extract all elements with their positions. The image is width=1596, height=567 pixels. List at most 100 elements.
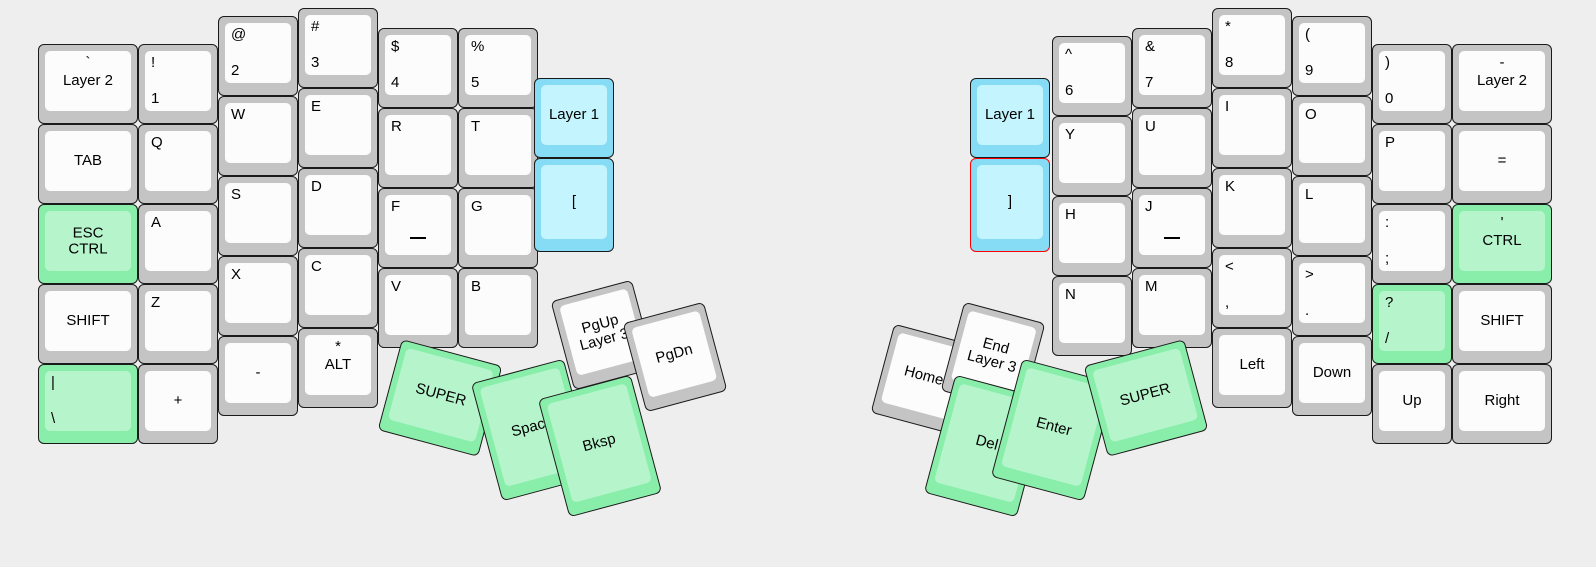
key-dash-layer2[interactable]: -Layer 2 [1452,44,1552,124]
key-label-top: A [151,214,162,231]
key-left[interactable]: Left [1212,328,1292,408]
key-f[interactable]: F [378,188,458,268]
key-label-center: Layer 1 [548,106,600,124]
key-l[interactable]: L [1292,176,1372,256]
key-plus[interactable]: + [138,364,218,444]
key-t[interactable]: T [458,108,538,188]
key-slash[interactable]: ?/ [1372,284,1452,364]
key-e[interactable]: E [298,88,378,168]
key-cap: O [1299,103,1365,163]
key-comma[interactable]: <, [1212,248,1292,328]
key-o[interactable]: O [1292,96,1372,176]
key-cap: ?/ [1379,291,1445,351]
key-super-right[interactable]: SUPER [1083,339,1209,457]
key-label-center: TAB [73,152,103,170]
key-cap: Right [1459,371,1545,431]
key-cap: B [465,275,531,335]
key-cap: Layer 1 [541,85,607,145]
key-8[interactable]: *8 [1212,8,1292,88]
key-label-top: N [1065,286,1076,303]
key-m[interactable]: M [1132,268,1212,348]
key-shift-right[interactable]: SHIFT [1452,284,1552,364]
key-label-top: * [1225,18,1231,35]
key-k[interactable]: K [1212,168,1292,248]
key-label-top: S [231,186,242,203]
key-s[interactable]: S [218,176,298,256]
key-cap: - [225,343,291,403]
key-quote-ctrl[interactable]: 'CTRL [1452,204,1552,284]
key-cap: E [305,95,371,155]
key-label-top: < [1225,258,1234,275]
key-label-line1: ESC [72,224,104,242]
key-label-center: SUPER [1117,379,1173,410]
key-cap: Y [1059,123,1125,183]
key-label-bottom: 6 [1065,82,1074,100]
key-0[interactable]: )0 [1372,44,1452,124]
key-y[interactable]: Y [1052,116,1132,196]
key-cap: T [465,115,531,175]
key-h[interactable]: H [1052,196,1132,276]
key-cap: PgDn [631,310,718,398]
key-period[interactable]: >. [1292,256,1372,336]
key-i[interactable]: I [1212,88,1292,168]
key-label-center: SUPER [413,379,469,410]
key-r[interactable]: R [378,108,458,188]
key-p[interactable]: P [1372,124,1452,204]
key-equals[interactable]: = [1452,124,1552,204]
key-grave-layer2[interactable]: `Layer 2 [38,44,138,124]
key-cap: `Layer 2 [45,51,131,111]
key-cap: + [145,371,211,431]
homing-bar-icon [410,237,426,239]
key-5[interactable]: %5 [458,28,538,108]
key-g[interactable]: G [458,188,538,268]
key-bracket-left-open[interactable]: [ [534,158,614,252]
key-1[interactable]: !1 [138,44,218,124]
key-v[interactable]: V [378,268,458,348]
key-7[interactable]: &7 [1132,28,1212,108]
key-tab[interactable]: TAB [38,124,138,204]
key-n[interactable]: N [1052,276,1132,356]
key-pipe-backslash[interactable]: |\ [38,364,138,444]
key-label-center: ALT [324,356,352,374]
key-label-top: ' [1500,214,1504,231]
key-2[interactable]: @2 [218,16,298,96]
key-layer1-left[interactable]: Layer 1 [534,78,614,158]
key-w[interactable]: W [218,96,298,176]
key-bracket-right-close[interactable]: ] [970,158,1050,252]
key-3[interactable]: #3 [298,8,378,88]
key-9[interactable]: (9 [1292,16,1372,96]
key-d[interactable]: D [298,168,378,248]
key-x[interactable]: X [218,256,298,336]
key-down[interactable]: Down [1292,336,1372,416]
key-z[interactable]: Z [138,284,218,364]
key-cap: @2 [225,23,291,83]
key-right[interactable]: Right [1452,364,1552,444]
key-6[interactable]: ^6 [1052,36,1132,116]
key-label-bottom: 1 [151,90,160,108]
key-layer1-right[interactable]: Layer 1 [970,78,1050,158]
key-label-bottom: . [1305,302,1310,320]
key-pgdn[interactable]: PgDn [622,301,728,413]
key-a[interactable]: A [138,204,218,284]
key-cap: SHIFT [1459,291,1545,351]
key-b[interactable]: B [458,268,538,348]
key-asterisk-alt[interactable]: *ALT [298,328,378,408]
key-shift[interactable]: SHIFT [38,284,138,364]
key-up[interactable]: Up [1372,364,1452,444]
key-q[interactable]: Q [138,124,218,204]
key-u[interactable]: U [1132,108,1212,188]
key-minus[interactable]: - [218,336,298,416]
key-j[interactable]: J [1132,188,1212,268]
key-4[interactable]: $4 [378,28,458,108]
key-label-top: : [1385,214,1390,231]
key-label-center: [ [571,193,577,211]
key-c[interactable]: C [298,248,378,328]
key-cap: SHIFT [45,291,131,351]
key-semicolon[interactable]: :; [1372,204,1452,284]
key-label-center: CTRL [1482,232,1522,250]
key-cap: D [305,175,371,235]
